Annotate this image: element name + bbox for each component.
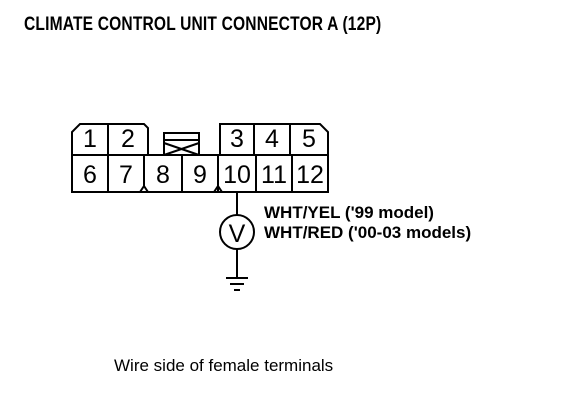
voltmeter-icon: V [219, 214, 255, 250]
voltmeter-symbol: V [229, 220, 246, 248]
pin-10-label: 10 [223, 161, 251, 189]
pin-8-label: 8 [156, 161, 170, 189]
pin-9-label: 9 [193, 161, 207, 189]
diagram-title: CLIMATE CONTROL UNIT CONNECTOR A (12P) [24, 14, 382, 35]
pin-5-label: 5 [302, 125, 316, 153]
wire-color-label-00-03: WHT/RED ('00-03 models) [264, 223, 472, 242]
pin-1-label: 1 [83, 125, 97, 153]
connector-bottom-row [71, 154, 329, 193]
view-caption: Wire side of female terminals [114, 356, 334, 375]
ground-icon [226, 277, 248, 291]
pin-12-label: 12 [296, 161, 324, 189]
pin-4-label: 4 [265, 125, 279, 153]
pin-7-label: 7 [119, 161, 133, 189]
pin-11-label: 11 [261, 161, 287, 189]
connector-top-right-block [219, 123, 329, 156]
pin-6-label: 6 [83, 161, 97, 189]
pin-3-label: 3 [230, 125, 244, 153]
pin-2-label: 2 [121, 125, 135, 153]
wire-color-label-99: WHT/YEL ('99 model) [264, 203, 434, 222]
connector-lock-tab-icon [163, 132, 200, 156]
